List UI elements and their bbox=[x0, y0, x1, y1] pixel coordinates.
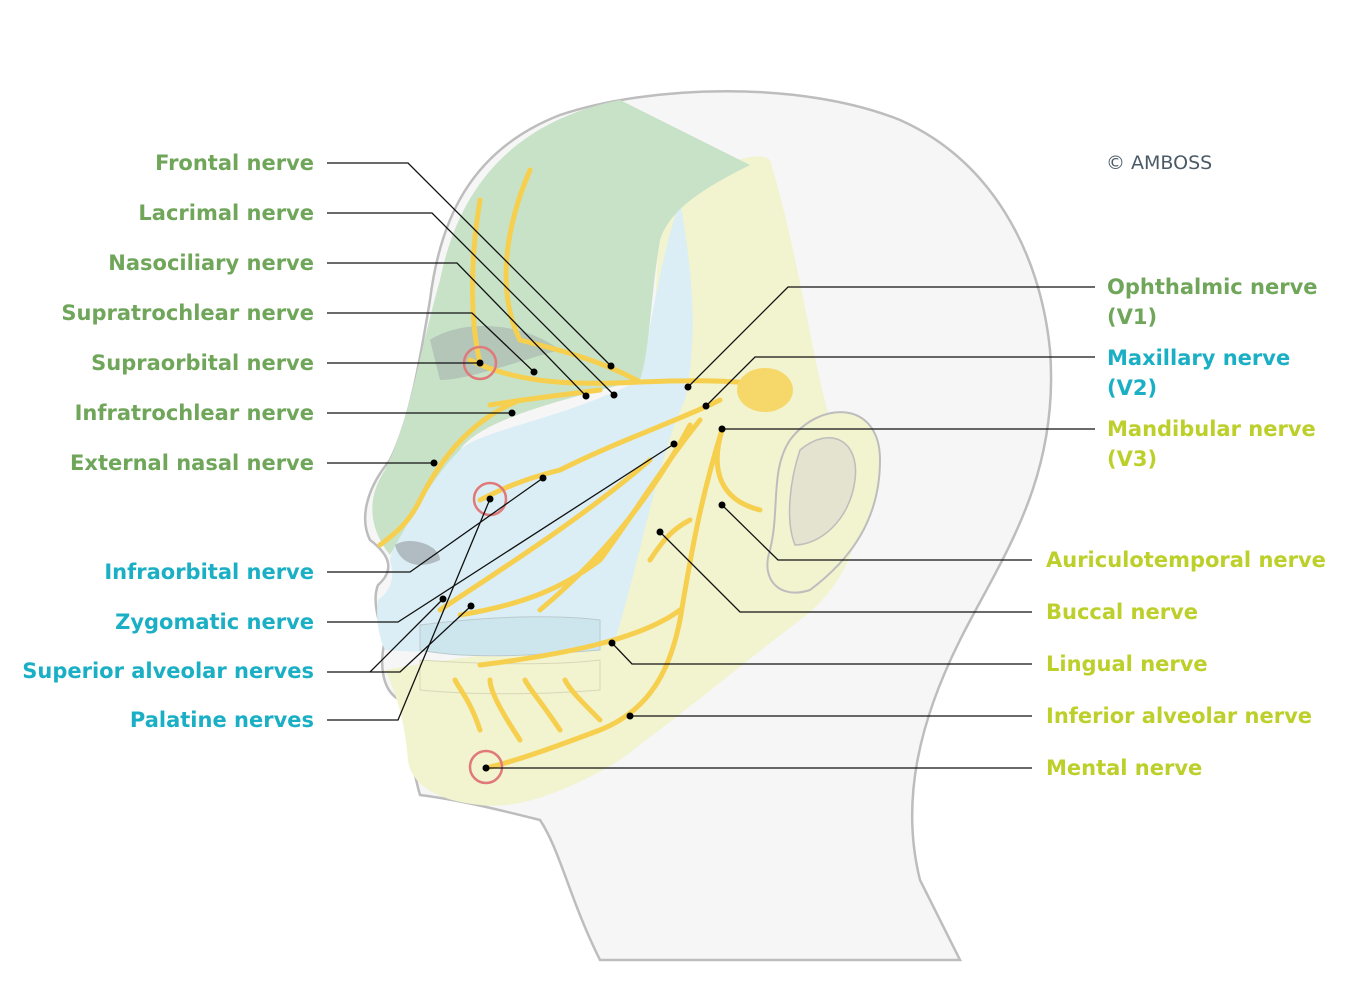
leader-lines bbox=[327, 162, 1095, 769]
label-lacrimal-nerve: Lacrimal nerve bbox=[138, 201, 314, 225]
v1-region bbox=[372, 100, 750, 555]
division-labels: Ophthalmic nerve (V1) Maxillary nerve (V… bbox=[1107, 275, 1318, 471]
label-supratrochlear-nerve: Supratrochlear nerve bbox=[61, 301, 314, 325]
label-inferior-alveolar-nerve: Inferior alveolar nerve bbox=[1046, 704, 1312, 728]
label-superior-alveolar-nerves: Superior alveolar nerves bbox=[22, 659, 314, 683]
right-labels: Auriculotemporal nerve Buccal nerve Ling… bbox=[1046, 548, 1326, 780]
pointer-dots bbox=[430, 359, 726, 772]
label-external-nasal-nerve: External nasal nerve bbox=[70, 451, 314, 475]
label-infratrochlear-nerve: Infratrochlear nerve bbox=[75, 401, 314, 425]
label-palatine-nerves: Palatine nerves bbox=[130, 708, 314, 732]
label-infraorbital-nerve: Infraorbital nerve bbox=[104, 560, 314, 584]
label-mental-nerve: Mental nerve bbox=[1046, 756, 1202, 780]
label-buccal-nerve: Buccal nerve bbox=[1046, 600, 1198, 624]
label-lingual-nerve: Lingual nerve bbox=[1046, 652, 1208, 676]
ear-inner bbox=[788, 437, 857, 546]
label-zygomatic-nerve: Zygomatic nerve bbox=[115, 610, 314, 634]
trigeminal-ganglion bbox=[737, 368, 793, 412]
label-mandibular-nerve: Mandibular nerve bbox=[1107, 417, 1316, 441]
left-labels: Frontal nerve Lacrimal nerve Nasociliary… bbox=[22, 151, 314, 732]
copyright-text: © AMBOSS bbox=[1106, 152, 1212, 174]
label-nasociliary-nerve: Nasociliary nerve bbox=[108, 251, 314, 275]
label-maxillary-nerve: Maxillary nerve bbox=[1107, 346, 1290, 370]
v3-region bbox=[385, 156, 861, 806]
label-frontal-nerve: Frontal nerve bbox=[155, 151, 314, 175]
label-ophthalmic-nerve: Ophthalmic nerve bbox=[1107, 275, 1318, 299]
label-auriculotemporal-nerve: Auriculotemporal nerve bbox=[1046, 548, 1326, 572]
label-mandibular-code: (V3) bbox=[1107, 447, 1157, 471]
mental-foramen-marker bbox=[468, 749, 504, 785]
label-maxillary-code: (V2) bbox=[1107, 376, 1157, 400]
upper-teeth bbox=[419, 616, 601, 657]
label-ophthalmic-code: (V1) bbox=[1107, 305, 1157, 329]
label-supraorbital-nerve: Supraorbital nerve bbox=[91, 351, 314, 375]
nerve-tree bbox=[377, 167, 773, 771]
